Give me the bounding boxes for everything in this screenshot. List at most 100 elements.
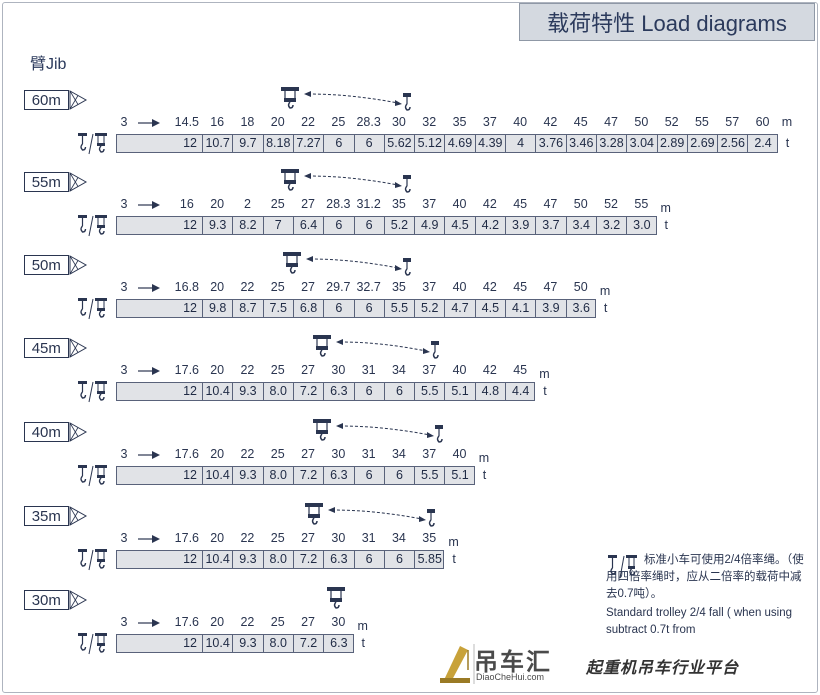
load-cell: 3.6 (565, 300, 596, 317)
radius-tick: 30 (331, 447, 346, 461)
load-cell: 3.9 (505, 217, 535, 234)
radius-tick: 27 (301, 363, 315, 377)
hook-icon (432, 424, 446, 451)
load-cell: 7 (262, 217, 293, 234)
load-cell: 3.0 (626, 217, 656, 234)
jib-length-tag: 35m (24, 506, 88, 526)
load-cell: 6 (383, 467, 414, 484)
jib-length-value: 35m (24, 506, 69, 526)
load-cell: 6 (323, 217, 353, 234)
page-title: 载荷特性 Load diagrams (519, 3, 815, 41)
trolley-icon (282, 251, 302, 280)
trolley-icon (280, 168, 300, 197)
trolley-icon (280, 86, 300, 115)
radius-tick: 30 (331, 531, 346, 545)
radius-unit: m (599, 284, 611, 298)
load-cell: 8.0 (262, 551, 293, 568)
radius-tick: 40 (452, 280, 467, 294)
load-cell: 4.39 (474, 135, 505, 152)
radius-tick: 37 (482, 115, 497, 129)
radius-tick: 55 (694, 115, 709, 129)
logo-name: 吊车汇 (474, 649, 552, 676)
radius-tick: 2 (243, 197, 251, 211)
radius-tick: 35 (391, 280, 406, 294)
radius-tick: 22 (240, 280, 255, 294)
load-cell: 6 (353, 383, 384, 400)
load-cell: 4.4 (505, 383, 535, 400)
radius-tick: 40 (452, 197, 467, 211)
load-unit: t (664, 218, 668, 232)
load-cell: 12 (183, 552, 197, 566)
radius-unit: m (539, 367, 550, 381)
load-unit: t (361, 636, 365, 650)
radius-tick: 25 (331, 115, 346, 129)
radius-tick: 20 (270, 115, 285, 129)
load-cell: 5.5 (414, 467, 444, 484)
jib-heading: 臂Jib (30, 56, 67, 73)
radius-arrow-icon (138, 535, 160, 543)
load-cell: 7.2 (292, 551, 323, 568)
load-cell: 4.5 (444, 217, 474, 234)
radius-tick: 22 (301, 115, 315, 129)
load-cell: 5.85 (414, 551, 444, 568)
load-cell: 3.7 (535, 217, 565, 234)
radius-arrow-icon (138, 367, 160, 375)
radius-tick: 35 (422, 531, 437, 545)
trolley-icon (312, 418, 332, 447)
jib-length-value: 40m (24, 422, 69, 442)
load-cell: 5.12 (414, 135, 444, 152)
load-cell: 2.4 (747, 135, 777, 152)
load-cell: 9.7 (232, 135, 262, 152)
load-cell: 5.5 (383, 300, 414, 317)
load-cell: 3.9 (535, 300, 565, 317)
load-cell: 7.2 (292, 635, 323, 652)
load-cell: 12 (183, 136, 197, 150)
load-cell: 12 (183, 384, 197, 398)
load-cell: 9.3 (232, 383, 262, 400)
start-radius: 3 (120, 531, 128, 545)
radius-tick: 31.2 (356, 197, 381, 211)
jib-length-tag: 45m (24, 338, 88, 358)
load-cell: 10.4 (202, 551, 232, 568)
load-cell: 6 (353, 300, 384, 317)
radius-tick: 60 (755, 115, 770, 129)
load-cell: 8.18 (262, 135, 293, 152)
radius-unit: m (448, 535, 459, 549)
load-cell: 6.3 (323, 551, 353, 568)
radius-arrow-icon (138, 451, 160, 459)
hook-icon (424, 508, 438, 535)
trolley-travel-arrow (336, 339, 430, 354)
load-cell: 4.8 (474, 383, 505, 400)
radius-unit: m (781, 115, 793, 129)
radius-tick: 42 (482, 280, 497, 294)
load-unit: t (785, 136, 790, 150)
radius-tick: 55 (634, 197, 649, 211)
radius-tick: 17.6 (174, 447, 200, 461)
load-cell: 12 (183, 468, 197, 482)
jib-length-tag: 30m (24, 590, 88, 610)
jib-length-tag: 50m (24, 255, 88, 275)
hook-pair-icon (76, 214, 110, 243)
load-cell: 4 (505, 135, 535, 152)
load-cell: 6.8 (292, 300, 323, 317)
radius-tick: 45 (573, 115, 588, 129)
hook-pair-icon (76, 380, 110, 409)
hook-pair-icon (606, 554, 640, 586)
load-cell: 8.7 (232, 300, 262, 317)
jib-tip-icon (69, 172, 87, 192)
load-unit: t (603, 301, 608, 315)
trolley-icon (304, 502, 324, 531)
load-cell: 3.2 (595, 217, 626, 234)
load-cell: 3.28 (595, 135, 626, 152)
note-chinese: 标准小车可使用2/4倍率绳。（使用四倍率绳时，应从二倍率的载荷中减去0.7吨）。 (606, 554, 804, 600)
load-cell: 9.3 (232, 635, 262, 652)
radius-tick: 18 (240, 115, 255, 129)
radius-tick: 40 (452, 447, 467, 461)
start-radius: 3 (120, 197, 128, 211)
radius-tick: 17.6 (174, 615, 200, 629)
radius-tick: 14.5 (174, 115, 200, 129)
load-cell: 7.5 (262, 300, 293, 317)
